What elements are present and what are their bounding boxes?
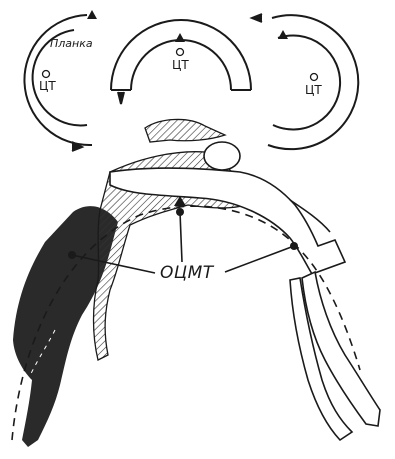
- cg-point-left: [43, 71, 50, 78]
- cg-label-left: ЦТ: [39, 80, 56, 92]
- bar-label: Планка: [50, 38, 93, 49]
- cg-label-right: ЦТ: [305, 84, 322, 96]
- rotation-ring-left: [24, 10, 97, 151]
- rotation-ring-right: [252, 14, 358, 149]
- bar-marker-left: [87, 10, 97, 19]
- jumper-right: [110, 142, 380, 440]
- common-cg-label: ОЦМТ: [160, 265, 214, 282]
- cg-point-right: [311, 74, 318, 81]
- cg-label-center: ЦТ: [172, 59, 189, 71]
- cg-point-center: [177, 49, 184, 56]
- bar-marker-center: [175, 33, 185, 42]
- bar-marker-right: [278, 30, 288, 39]
